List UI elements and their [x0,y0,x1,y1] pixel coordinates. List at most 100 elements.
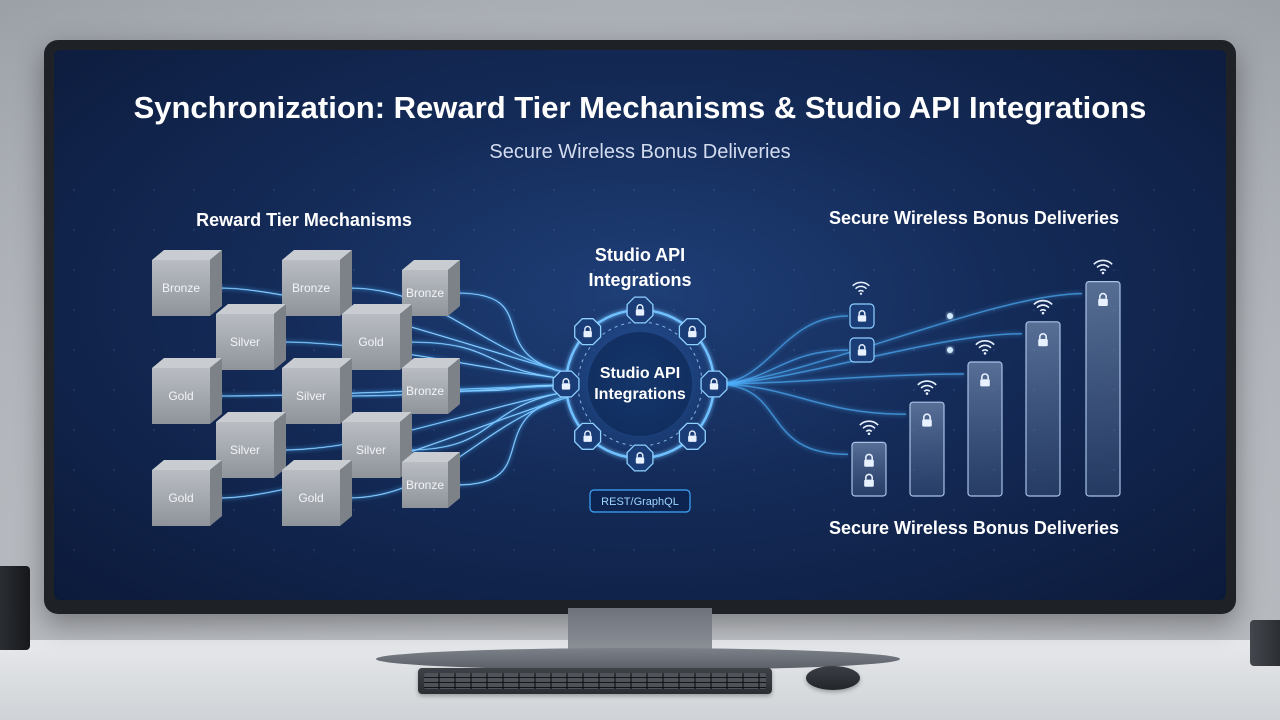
grid-dot [993,269,995,271]
api-hub: Studio API Integrations REST/GraphQL [548,292,732,513]
grid-dot [753,469,755,471]
grid-dot [513,549,515,551]
grid-dot [793,189,795,191]
grid-dot [1193,509,1195,511]
grid-dot [913,509,915,511]
grid-dot [113,349,115,351]
cube-top [152,460,222,470]
hub-label-line2: Integrations [594,386,686,403]
grid-dot [313,229,315,231]
grid-dot [713,549,715,551]
bar-body [1025,321,1061,497]
grid-dot [953,229,955,231]
cube-top [152,358,222,368]
grid-dot [1153,229,1155,231]
grid-dot [393,229,395,231]
grid-dot [713,269,715,271]
grid-dot [233,189,235,191]
grid-dot [1153,349,1155,351]
grid-dot [473,309,475,311]
tier-label: Bronze [406,478,444,492]
grid-dot [193,429,195,431]
right-section-heading-top: Secure Wireless Bonus Deliveries [829,208,1119,228]
grid-dot [593,269,595,271]
grid-dot [113,549,115,551]
grid-dot [473,469,475,471]
grid-dot [993,509,995,511]
grid-dot [553,309,555,311]
grid-dot [353,509,355,511]
tier-cube: Gold [152,358,222,424]
grid-dot [473,229,475,231]
grid-dot [233,509,235,511]
grid-dot [633,229,635,231]
grid-dot [73,349,75,351]
grid-dot [513,229,515,231]
grid-dot [193,189,195,191]
grid-dot [1113,189,1115,191]
center-section-heading-line2: Integrations [588,270,691,290]
grid-dot [513,349,515,351]
cube-side [274,412,286,478]
grid-dot [433,189,435,191]
grid-dot [1193,429,1195,431]
grid-dot [793,309,795,311]
delivery-endpoint [947,313,953,319]
grid-dot [1033,189,1035,191]
grid-dot [1073,269,1075,271]
delivery-bar [967,339,1003,497]
grid-dot [913,189,915,191]
grid-dot [73,189,75,191]
grid-dot [673,549,675,551]
grid-dot [593,189,595,191]
delivery-bars [851,259,1121,497]
grid-dot [553,229,555,231]
grid-dot [73,389,75,391]
tier-cube: Gold [152,460,222,526]
grid-dot [873,229,875,231]
cube-side [448,260,460,316]
grid-dot [713,229,715,231]
wifi-icon [974,339,996,355]
grid-dot [153,429,155,431]
hub-lock-node [574,422,602,450]
grid-dot [273,189,275,191]
grid-dot [753,229,755,231]
flow-line-core [407,341,567,380]
grid-dot [873,189,875,191]
delivery-bar [1085,259,1121,497]
grid-dot [553,429,555,431]
flow-line [713,292,1083,385]
delivery-bar [1025,299,1061,497]
cube-front [282,260,340,316]
cube-side [210,358,222,424]
grid-dot [793,269,795,271]
grid-dot [313,429,315,431]
grid-dot [193,549,195,551]
grid-dot [233,549,235,551]
grid-dot [513,189,515,191]
grid-dot [833,469,835,471]
grid-dot [1073,509,1075,511]
wifi-icon [858,420,880,436]
monitor-screen: Synchronization: Reward Tier Mechanisms … [54,50,1226,600]
grid-dot [1073,229,1075,231]
grid-dot [73,229,75,231]
wifi-icon [851,281,871,295]
grid-dot [1193,189,1195,191]
hub-lock-node [678,318,706,346]
flow-line-core [281,341,567,380]
grid-dot [593,549,595,551]
grid-dot [753,549,755,551]
grid-dot [953,189,955,191]
grid-dot [473,189,475,191]
grid-dot [313,549,315,551]
grid-dot [1153,469,1155,471]
bar-body [967,361,1003,497]
grid-dot [833,309,835,311]
grid-dot [113,429,115,431]
grid-dot [1113,269,1115,271]
grid-dot [913,389,915,391]
grid-dot [193,349,195,351]
page-title: Synchronization: Reward Tier Mechanisms … [134,90,1147,125]
